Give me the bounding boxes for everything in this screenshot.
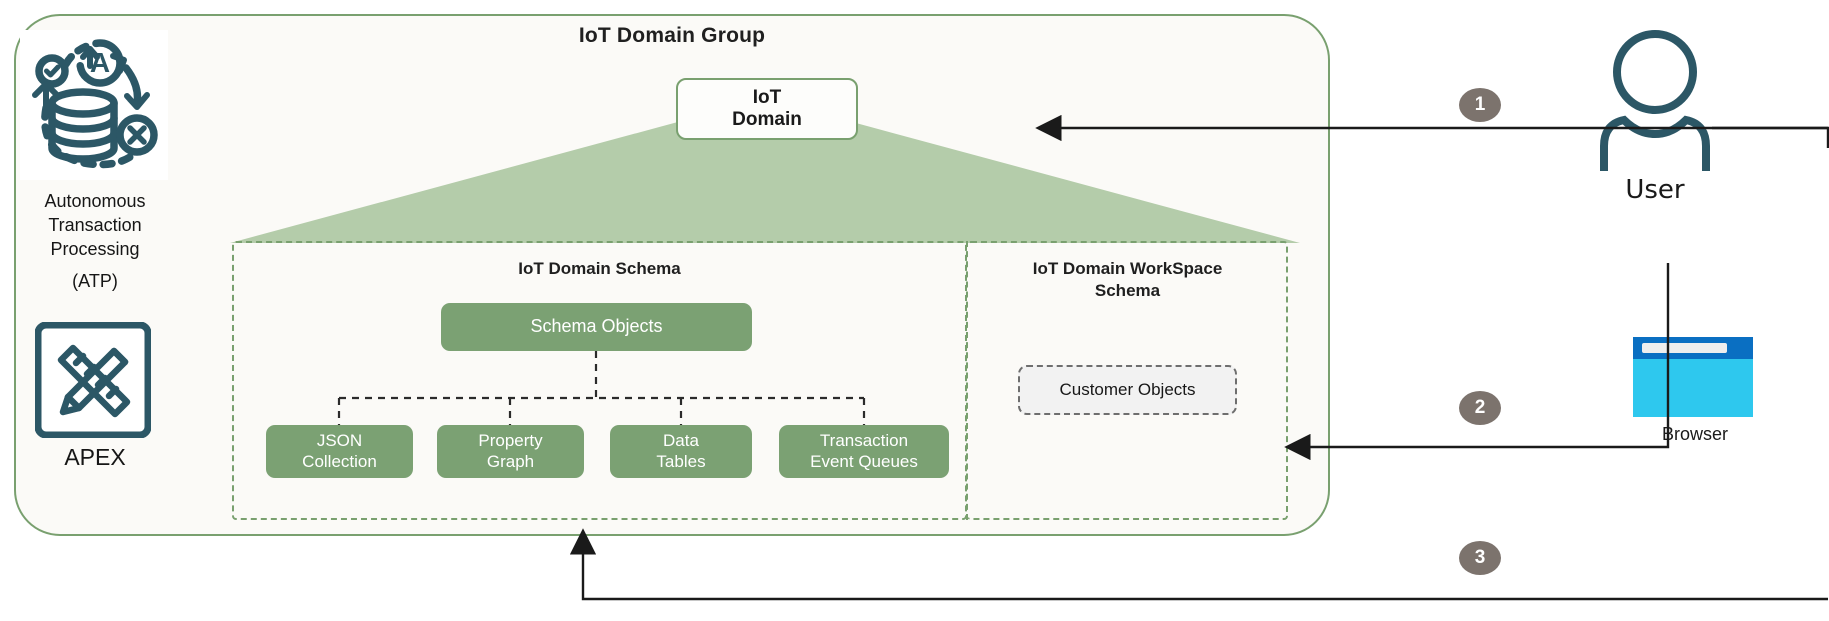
data-tables-line2: Tables xyxy=(656,451,706,471)
schema-objects-label: Schema Objects xyxy=(530,316,663,337)
step-badge-3: 3 xyxy=(1459,541,1501,575)
json-collection-node[interactable]: JSON Collection xyxy=(266,425,413,478)
schema-objects-node[interactable]: Schema Objects xyxy=(441,303,752,351)
atp-label: Autonomous Transaction Processing (ATP) xyxy=(10,190,180,294)
json-collection-line1: JSON xyxy=(316,431,363,451)
customer-objects-node[interactable]: Customer Objects xyxy=(1018,365,1237,415)
iot-domain-label-line2: Domain xyxy=(732,109,802,130)
workspace-divider xyxy=(966,241,968,520)
iot-domain-box[interactable]: IoT Domain xyxy=(676,78,858,140)
iot-domain-workspace-schema-title: IoT Domain WorkSpace Schema xyxy=(967,258,1288,302)
step-badge-1: 1 xyxy=(1459,88,1501,122)
step-3-number: 3 xyxy=(1474,547,1486,568)
customer-objects-label: Customer Objects xyxy=(1059,380,1196,399)
data-tables-node[interactable]: Data Tables xyxy=(610,425,752,478)
browser-label: Browser xyxy=(1661,424,1728,444)
user-person-icon xyxy=(1598,26,1712,175)
step-2-number: 2 xyxy=(1474,397,1486,418)
atp-label-line4: (ATP) xyxy=(72,270,118,291)
autonomous-database-icon: A xyxy=(20,30,168,180)
workspace-title-line1: IoT Domain WorkSpace xyxy=(1032,259,1223,278)
iot-domain-schema-container xyxy=(232,241,967,520)
workspace-title-line2: Schema xyxy=(1094,281,1161,301)
property-graph-node[interactable]: Property Graph xyxy=(437,425,584,478)
browser-window-icon xyxy=(1633,337,1753,417)
json-collection-line2: Collection xyxy=(302,451,377,471)
property-graph-line2: Graph xyxy=(486,451,535,471)
apex-label: APEX xyxy=(64,444,126,470)
atp-label-line3: Processing xyxy=(50,238,140,259)
iot-domain-schema-title: IoT Domain Schema xyxy=(518,259,681,278)
atp-label-line1: Autonomous xyxy=(44,191,146,211)
iot-domain-workspace-schema-container xyxy=(967,241,1288,520)
atp-label-line2: Transaction xyxy=(48,214,142,235)
transaction-event-queues-line1: Transaction xyxy=(819,431,909,451)
iot-domain-group-title: IoT Domain Group xyxy=(578,24,766,47)
transaction-event-queues-line2: Event Queues xyxy=(810,451,918,471)
data-tables-line1: Data xyxy=(663,431,699,451)
step-badge-2: 2 xyxy=(1459,391,1501,425)
transaction-event-queues-node[interactable]: Transaction Event Queues xyxy=(779,425,949,478)
user-label: User xyxy=(1625,175,1685,205)
funnel-shape xyxy=(230,116,1300,243)
ruler-pencil-icon xyxy=(34,321,152,439)
iot-domain-label-line1: IoT xyxy=(752,87,782,109)
property-graph-line1: Property xyxy=(478,431,543,451)
step-1-number: 1 xyxy=(1474,94,1486,115)
